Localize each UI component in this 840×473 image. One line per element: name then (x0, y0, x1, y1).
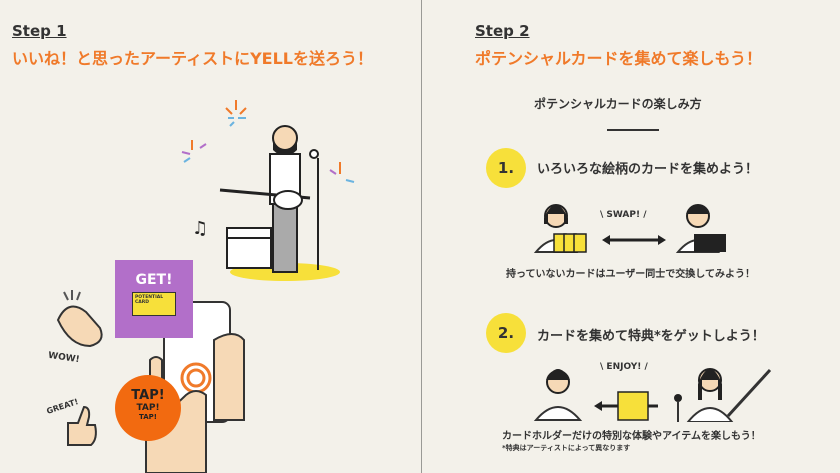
subtitle-rule (607, 129, 659, 131)
step2-title: ポテンシャルカードを集めて楽しもう！ (475, 49, 763, 68)
get-label: GET! (135, 272, 173, 288)
svg-text:♫: ♫ (192, 218, 208, 239)
clapping-hands-icon (56, 290, 103, 348)
enjoy-illustration (533, 368, 772, 422)
wow-text: WOW! (47, 350, 81, 366)
enjoy-tag: \ ENJOY! / (600, 362, 648, 372)
item1-heading: いろいろな絵柄のカードを集めよう！ (537, 162, 759, 177)
item1-caption: 持っていないカードはユーザー同士で交換してみよう！ (506, 269, 755, 280)
benefit-note: *特典はアーティストによって異なります (502, 444, 631, 452)
potential-card: POTENTIAL CARD (132, 292, 176, 316)
tap-text-1: TAP! (131, 388, 165, 403)
step1-label: Step 1 (12, 22, 67, 40)
tap-text-3: TAP! (139, 413, 157, 421)
swap-tag: \ SWAP! / (600, 210, 647, 220)
panel-divider (421, 0, 422, 473)
swap-illustration (533, 204, 726, 253)
item2-caption: カードホルダーだけの特別な体験やアイテムを楽しもう！ (502, 431, 761, 442)
step1-title: いいね！と思ったアーティストにYELLを送ろう！ (12, 49, 373, 68)
step-number-2: 2. (486, 313, 526, 353)
tap-text-2: TAP! (136, 403, 160, 413)
step2-label: Step 2 (475, 22, 530, 40)
tap-burst: TAP! TAP! TAP! (115, 375, 181, 441)
step2-subtitle: ポテンシャルカードの楽しみ方 (534, 97, 702, 111)
thumbs-up-icon (67, 405, 97, 446)
get-card-panel: GET! POTENTIAL CARD (115, 260, 193, 338)
item2-heading: カードを集めて特典*をゲットしよう！ (537, 329, 765, 344)
step-number-1: 1. (486, 148, 526, 188)
guitarist-illustration: ♫ (181, 100, 355, 281)
